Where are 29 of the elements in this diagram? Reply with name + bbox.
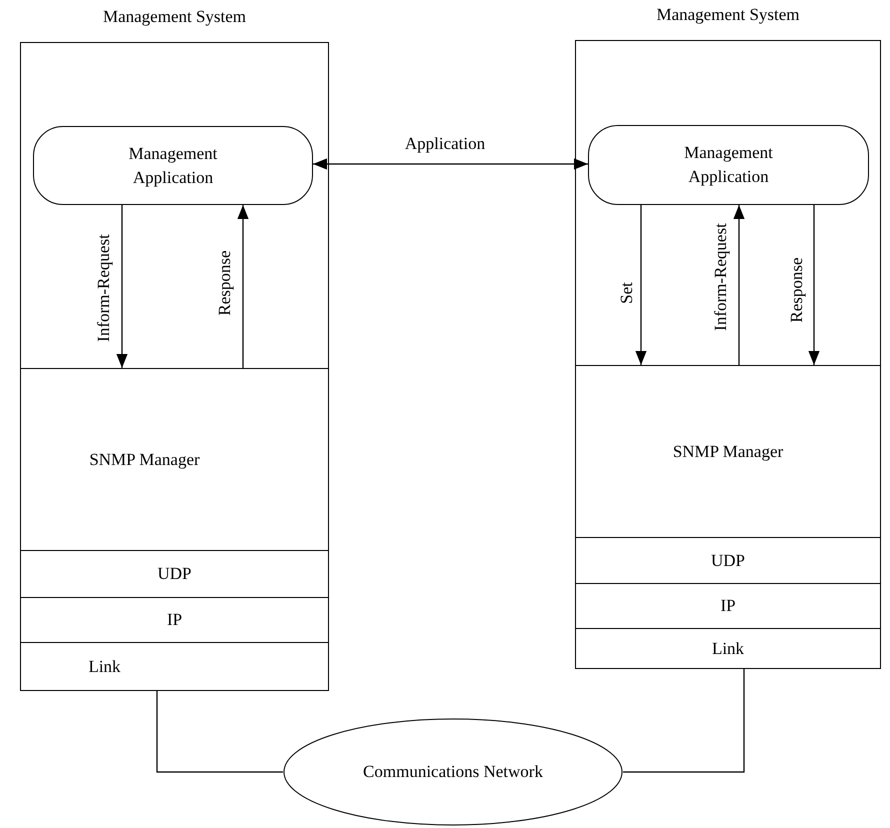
edge-label: Application — [404, 135, 486, 153]
edge-label: Inform-Request — [95, 233, 113, 343]
arrow — [237, 205, 249, 368]
layer-label: SNMP Manager — [89, 450, 200, 470]
layer-label: Link — [88, 657, 121, 677]
arrow — [635, 205, 647, 365]
layer-label: UDP — [710, 550, 745, 570]
connector-line — [623, 669, 745, 773]
layer-label: IP — [166, 610, 182, 630]
edge-label: Response — [788, 256, 806, 324]
application-label: Management Application — [683, 142, 774, 188]
application-box — [33, 126, 313, 205]
arrow — [808, 205, 820, 365]
layer-label: IP — [720, 596, 736, 616]
network-ellipse — [283, 718, 623, 826]
arrow — [116, 205, 128, 368]
layer-label: SNMP Manager — [672, 442, 784, 462]
layer-label: Link — [712, 639, 744, 659]
arrow — [313, 158, 588, 170]
connector-line — [156, 691, 283, 773]
application-label: Management Application — [128, 142, 218, 189]
application-box — [588, 125, 869, 205]
system-title: Management System — [655, 5, 801, 25]
layer-label: UDP — [157, 564, 192, 584]
edge-label: Response — [216, 249, 234, 317]
system-title: Management System — [102, 7, 248, 27]
network-label: Communications Network — [363, 762, 543, 782]
arrow — [733, 205, 745, 365]
edge-label: Inform-Request — [712, 222, 730, 332]
